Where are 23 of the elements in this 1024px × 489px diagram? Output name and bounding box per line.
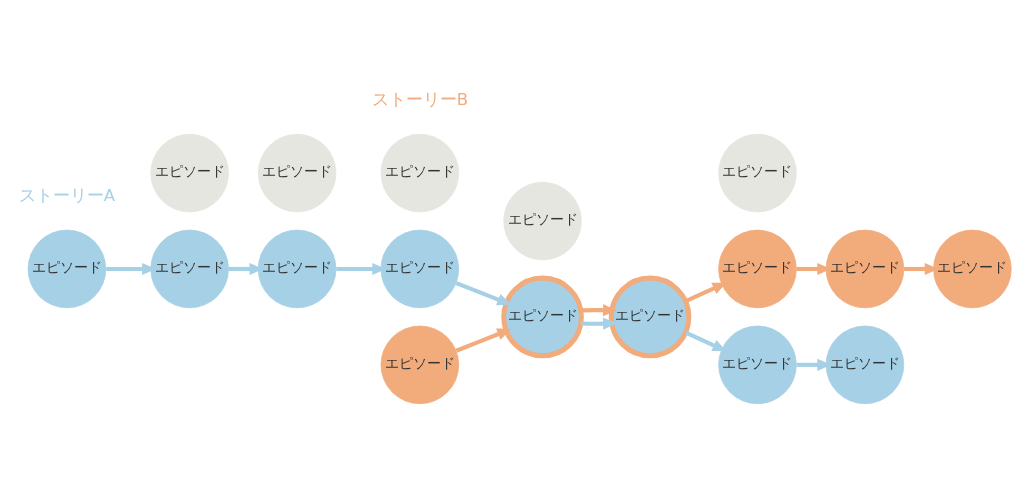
node-circle: エピソード [825,229,905,308]
node-circle: エピソード [825,325,905,404]
node-circle: エピソード [718,325,797,404]
node-circle: エピソード [27,229,107,308]
node-circle: エピソード [718,133,797,212]
node-circle: エピソード [380,133,460,212]
node-circle: エピソード [933,229,1012,308]
label: ストーリーB [371,89,469,109]
node-circle: エピソード [380,229,460,308]
node-circle: エピソード [150,133,229,212]
node-circle: エピソード [718,229,797,308]
node-circle: エピソード [608,275,692,358]
node-circle: エピソード [503,181,582,260]
node-circle: エピソード [380,325,460,404]
node-circle: エピソード [501,275,584,358]
arrow [455,280,512,305]
label: ストーリーA [18,185,116,205]
node-circle: エピソード [257,229,337,308]
arrow [455,328,512,353]
node-circle: エピソード [257,133,337,212]
node-circle: エピソード [150,229,229,308]
arrow [580,303,617,316]
arrow [580,317,617,330]
